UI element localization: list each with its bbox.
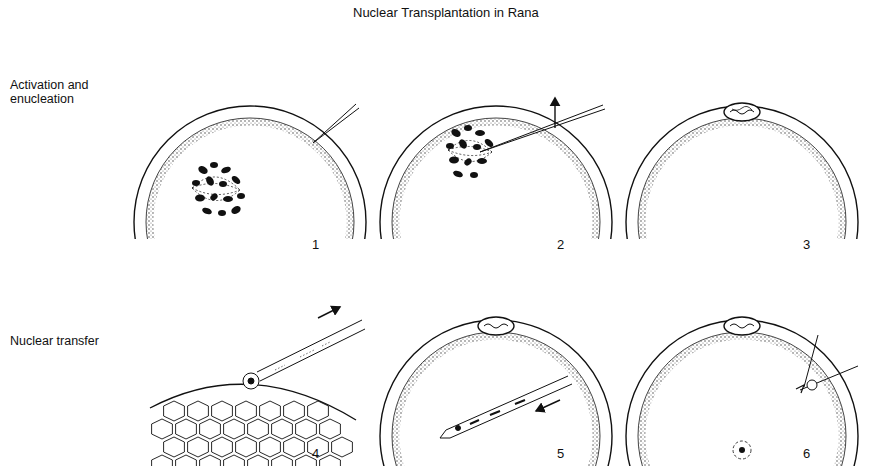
cell xyxy=(152,455,173,466)
chromosomes-2 xyxy=(446,125,495,179)
step-number: 2 xyxy=(557,238,564,253)
cell xyxy=(308,401,329,421)
cell xyxy=(200,419,221,439)
cell xyxy=(320,419,341,439)
cell xyxy=(236,437,257,457)
cell xyxy=(248,419,269,439)
cell xyxy=(224,455,245,466)
cell xyxy=(260,437,281,457)
step-number: 5 xyxy=(557,447,564,462)
cell xyxy=(272,455,293,466)
row-label: Nuclear transfer xyxy=(10,334,105,348)
egg-3 xyxy=(626,106,858,239)
pipette-6 xyxy=(796,335,858,393)
cell xyxy=(164,401,185,421)
step-number: 6 xyxy=(803,447,810,462)
egg-6 xyxy=(626,317,858,466)
cell xyxy=(248,455,269,466)
cell xyxy=(272,419,293,439)
row-label: Activation and enucleation xyxy=(10,78,105,107)
cell xyxy=(320,455,341,466)
cell xyxy=(284,437,305,457)
nucleus-6 xyxy=(739,447,745,453)
chromosomes-1 xyxy=(192,162,245,216)
cell xyxy=(200,455,221,466)
egg-5 xyxy=(380,317,612,466)
exovate-3 xyxy=(724,103,760,121)
figure-title: Nuclear Transplantation in Rana xyxy=(353,6,539,21)
cell xyxy=(332,437,353,457)
nucleus-halo xyxy=(733,441,751,459)
cell xyxy=(188,437,209,457)
cell xyxy=(164,437,185,457)
cell xyxy=(296,419,317,439)
injection-arrow xyxy=(536,400,560,411)
donor-cells xyxy=(152,401,353,466)
pipette-5 xyxy=(440,376,572,438)
cell xyxy=(212,401,233,421)
cell xyxy=(176,455,197,466)
step-number: 1 xyxy=(312,238,319,253)
step-number: 4 xyxy=(312,447,319,462)
egg-2 xyxy=(380,106,612,239)
cell xyxy=(236,401,257,421)
cell xyxy=(212,437,233,457)
cell xyxy=(260,401,281,421)
donor-tissue xyxy=(150,384,356,420)
cell xyxy=(284,401,305,421)
withdraw-arrow xyxy=(554,98,555,128)
step-number: 3 xyxy=(803,238,810,253)
cell xyxy=(188,401,209,421)
pipette-4 xyxy=(243,320,365,389)
cell xyxy=(152,419,173,439)
suction-arrow xyxy=(318,307,340,318)
needle-2 xyxy=(480,105,605,152)
needle-1 xyxy=(313,104,359,143)
cell xyxy=(176,419,197,439)
cell xyxy=(224,419,245,439)
